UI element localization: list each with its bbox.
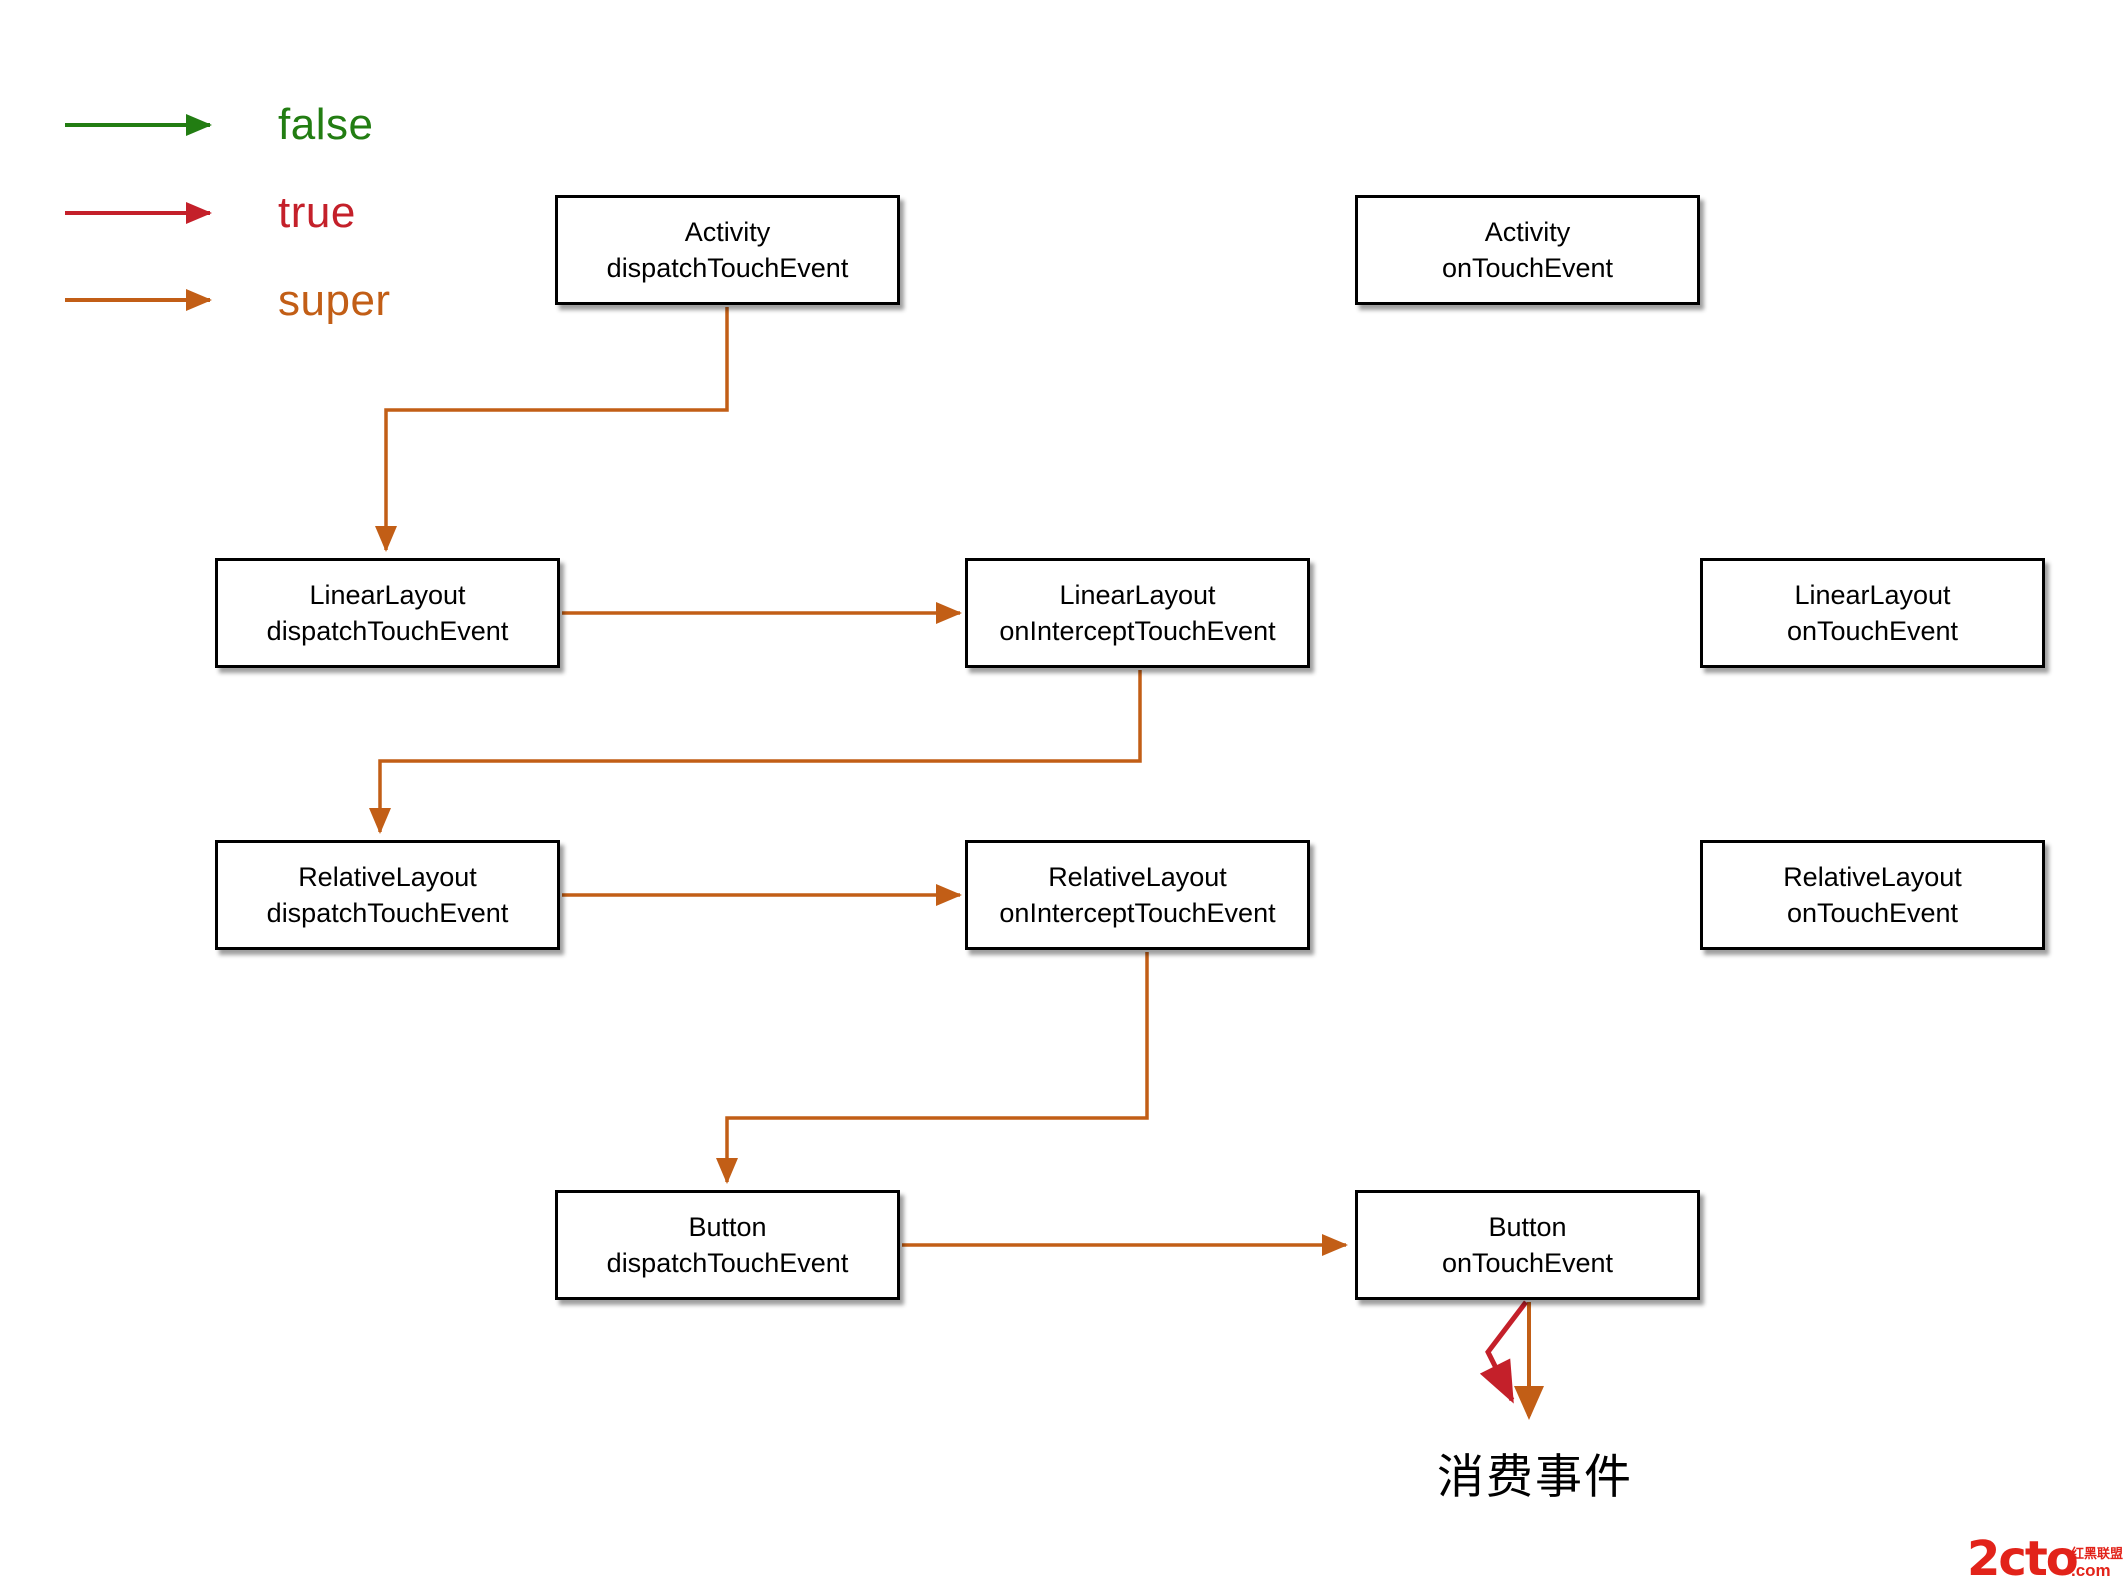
node-title: RelativeLayout <box>298 862 477 892</box>
legend-label-true: true <box>278 188 356 237</box>
node-button-ontouchevent: Button onTouchEvent <box>1355 1190 1700 1300</box>
node-title: RelativeLayout <box>1048 862 1227 892</box>
node-title: Button <box>688 1212 767 1242</box>
node-title: LinearLayout <box>309 580 466 610</box>
node-method: onInterceptTouchEvent <box>999 616 1276 646</box>
node-relativelayout-onintercepttouchevent: RelativeLayout onInterceptTouchEvent <box>965 840 1310 950</box>
node-relativelayout-ontouchevent: RelativeLayout onTouchEvent <box>1700 840 2045 950</box>
watermark-tagline-text: 红黑联盟 <box>2071 1546 2124 1561</box>
node-method: onTouchEvent <box>1786 616 1959 646</box>
node-title: LinearLayout <box>1794 580 1951 610</box>
node-method: dispatchTouchEvent <box>266 898 509 928</box>
node-button-dispatchtouchevent: Button dispatchTouchEvent <box>555 1190 900 1300</box>
node-activity-ontouchevent: Activity onTouchEvent <box>1355 195 1700 305</box>
consume-event-label: 消费事件 <box>1437 1450 1633 1503</box>
node-title: LinearLayout <box>1059 580 1216 610</box>
legend-label-false: false <box>278 100 374 149</box>
node-title: RelativeLayout <box>1783 862 1962 892</box>
node-linearlayout-ontouchevent: LinearLayout onTouchEvent <box>1700 558 2045 668</box>
site-watermark-logo: 2cto 红黑联盟 .com <box>1967 1531 2123 1589</box>
node-method: dispatchTouchEvent <box>606 253 849 283</box>
watermark-tld-text: .com <box>2071 1561 2111 1580</box>
connector-activity-dispatch-to-linearlayout-dispatch <box>375 307 729 552</box>
node-title: Button <box>1488 1212 1567 1242</box>
node-title: Activity <box>684 217 771 247</box>
node-method: dispatchTouchEvent <box>266 616 509 646</box>
node-linearlayout-dispatchtouchevent: LinearLayout dispatchTouchEvent <box>215 558 560 668</box>
connector-relativelayout-intercept-to-button-dispatch <box>716 952 1149 1184</box>
node-method: onTouchEvent <box>1441 253 1614 283</box>
connector-linearlayout-intercept-to-relativelayout-dispatch <box>369 670 1142 834</box>
node-method: onInterceptTouchEvent <box>999 898 1276 928</box>
node-activity-dispatchtouchevent: Activity dispatchTouchEvent <box>555 195 900 305</box>
node-relativelayout-dispatchtouchevent: RelativeLayout dispatchTouchEvent <box>215 840 560 950</box>
legend-label-super: super <box>278 276 391 325</box>
node-method: onTouchEvent <box>1786 898 1959 928</box>
node-method: onTouchEvent <box>1441 1248 1614 1278</box>
watermark-brand-text: 2cto <box>1967 1531 2079 1587</box>
connector-button-ontouch-consume-true <box>1479 1300 1528 1404</box>
node-linearlayout-onintercepttouchevent: LinearLayout onInterceptTouchEvent <box>965 558 1310 668</box>
node-method: dispatchTouchEvent <box>606 1248 849 1278</box>
node-title: Activity <box>1484 217 1571 247</box>
